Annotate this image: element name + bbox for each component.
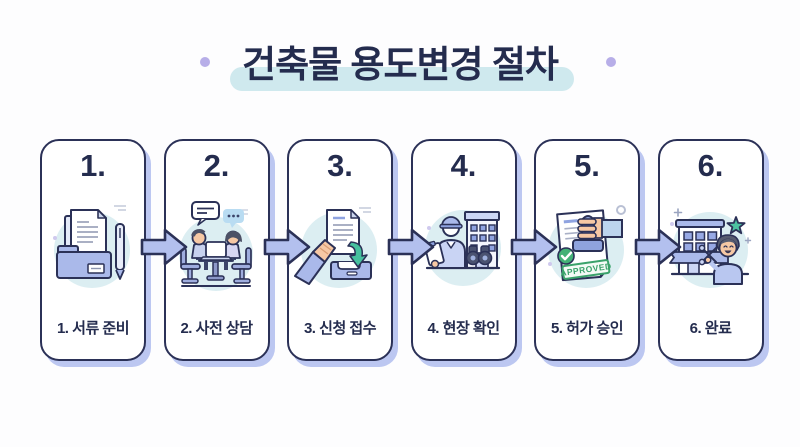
arrow-right-icon — [263, 227, 311, 267]
step-label: 1. 서류 준비 — [56, 320, 130, 337]
step-label: 2. 사전 상담 — [180, 320, 253, 337]
application-inbox-icon — [293, 198, 385, 294]
arrow-right-icon — [510, 227, 558, 267]
step-label: 3. 신청 접수 — [303, 320, 377, 337]
documents-folder-pen-icon — [46, 198, 138, 294]
step-number: 6. — [697, 148, 724, 183]
step-label: 4. 현장 확인 — [427, 320, 500, 337]
title-section: 건축물 용도변경 절차 — [0, 0, 800, 110]
page-title-text: 건축물 용도변경 절차 — [242, 44, 559, 85]
ribbon-cutting-icon — [664, 198, 756, 294]
step-number: 1. — [80, 148, 106, 183]
consultation-meeting-icon — [170, 198, 262, 294]
arrow-right-icon — [387, 227, 435, 267]
arrow-right-icon — [634, 227, 682, 267]
step-card-4: 4. — [410, 139, 517, 361]
page-title: 건축물 용도변경 절차 — [230, 34, 574, 91]
step-card-5: 5. — [534, 139, 640, 361]
step-label: 5. 허가 승인 — [550, 320, 624, 337]
arrow-right-icon — [140, 227, 188, 267]
step-card-6: 6. — [657, 139, 764, 361]
step-card-1: 1. 1. 서류 준비 — [40, 139, 146, 361]
site-inspector-icon — [417, 198, 509, 294]
step-label: 6. 완료 — [689, 320, 732, 337]
step-number: 3. — [327, 148, 353, 183]
step-number: 2. — [203, 148, 230, 183]
step-number: 4. — [450, 148, 477, 183]
step-number: 5. — [574, 148, 600, 183]
title-dot-right — [606, 57, 616, 67]
title-dot-left — [200, 57, 210, 67]
approval-stamp-icon: APPROVED — [540, 198, 632, 294]
